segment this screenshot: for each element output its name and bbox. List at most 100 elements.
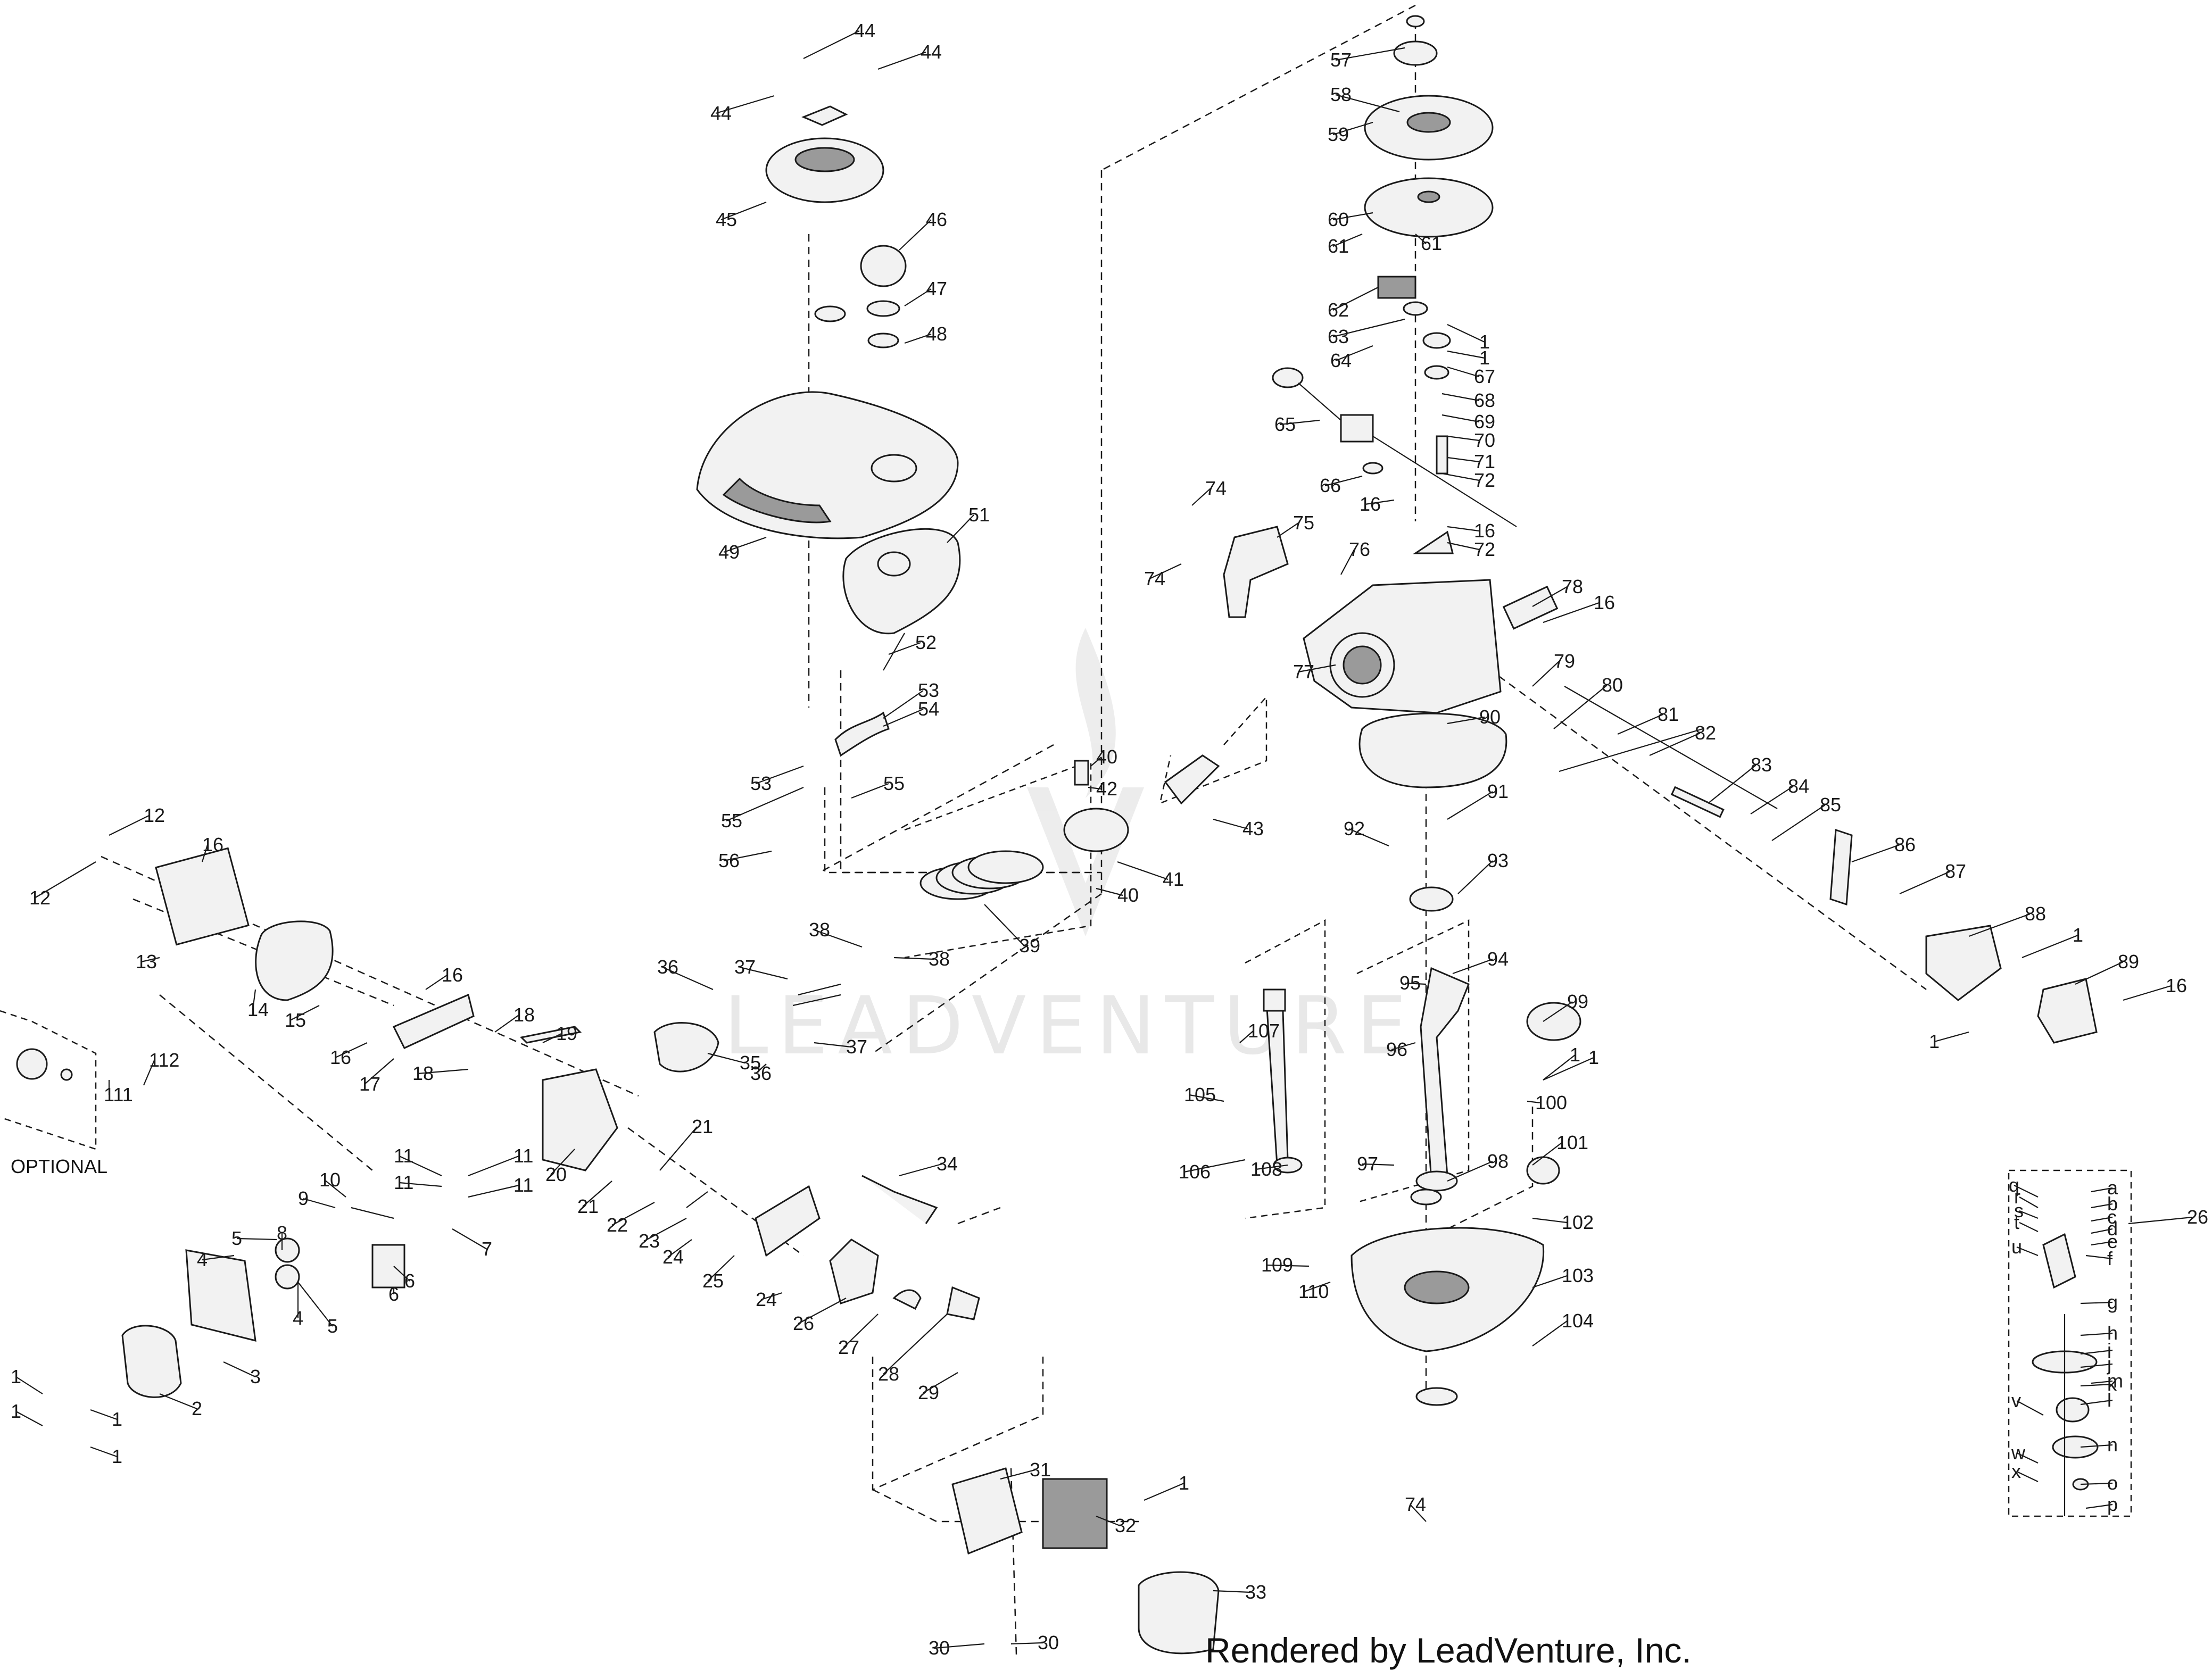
callout-32: 32 bbox=[1096, 1515, 1136, 1536]
callout-27: 27 bbox=[838, 1314, 879, 1358]
callout-39: 39 bbox=[984, 904, 1040, 957]
oil-seal bbox=[1415, 1387, 1458, 1406]
callout-number: 38 bbox=[929, 948, 950, 970]
leader-line bbox=[1527, 1100, 1541, 1104]
callout-g: g bbox=[2080, 1291, 2118, 1313]
callout-number: 41 bbox=[1163, 868, 1184, 890]
leader-line bbox=[843, 1314, 879, 1348]
leader-line bbox=[425, 975, 448, 990]
leader-line bbox=[34, 861, 96, 899]
callout-number: v bbox=[2011, 1390, 2021, 1411]
leader-line bbox=[2080, 1444, 2113, 1448]
callout-77: 77 bbox=[1293, 661, 1336, 683]
callout-number: 6 bbox=[388, 1283, 399, 1305]
leader-line bbox=[1851, 844, 1900, 863]
fuel-line bbox=[834, 711, 890, 757]
callout-56: 56 bbox=[718, 850, 772, 871]
callout-61: 61 bbox=[1415, 232, 1442, 254]
leader-line bbox=[1447, 456, 1480, 463]
callout-104: 104 bbox=[1532, 1310, 1594, 1346]
callout-number: 90 bbox=[1479, 706, 1501, 728]
leader-line bbox=[1771, 804, 1826, 841]
callout-16: 16 bbox=[425, 964, 463, 990]
callout-m: m bbox=[2091, 1370, 2123, 1392]
callout-number: f bbox=[2107, 1248, 2113, 1269]
callout-83: 83 bbox=[1708, 754, 1772, 804]
callout-number: 13 bbox=[136, 951, 157, 973]
callout-106: 106 bbox=[1179, 1159, 1246, 1183]
leader-line bbox=[723, 536, 767, 553]
callout-35: 35 bbox=[707, 1052, 761, 1074]
leader-line bbox=[324, 1179, 346, 1198]
callout-16: 16 bbox=[2123, 975, 2187, 1001]
callout-11: 11 bbox=[394, 1171, 442, 1193]
leader-line bbox=[1447, 716, 1485, 725]
callout-11: 11 bbox=[468, 1145, 533, 1177]
callout-j: j bbox=[2080, 1353, 2113, 1375]
leader-line bbox=[1255, 1164, 1288, 1170]
callout-5: 5 bbox=[231, 1227, 277, 1249]
callout-i: i bbox=[2080, 1339, 2113, 1361]
callout-number: 93 bbox=[1487, 850, 1509, 871]
leader-line bbox=[814, 929, 863, 948]
callout-1: 1 bbox=[1929, 1030, 1969, 1052]
callout-number: 16 bbox=[442, 964, 463, 986]
callout-number: 71 bbox=[1474, 451, 1495, 472]
leader-line bbox=[2019, 1210, 2039, 1219]
callout-number: 26 bbox=[2187, 1206, 2208, 1228]
leader-line bbox=[923, 1372, 958, 1393]
callout-number: 40 bbox=[1117, 884, 1139, 906]
callout-w: w bbox=[2011, 1442, 2039, 1464]
callout-93: 93 bbox=[1457, 850, 1509, 894]
leader-line bbox=[755, 1063, 767, 1074]
callout-number: 36 bbox=[657, 956, 678, 978]
leader-line bbox=[899, 1163, 942, 1177]
leader-line bbox=[1447, 791, 1493, 820]
leader-line bbox=[289, 1005, 320, 1021]
callout-15: 15 bbox=[285, 1005, 320, 1031]
callout-1: 1 bbox=[1543, 1046, 1599, 1081]
callout-number: 1 bbox=[1479, 331, 1490, 353]
governor-gear bbox=[1526, 1156, 1560, 1185]
callout-number: 86 bbox=[1894, 834, 1916, 855]
callout-38: 38 bbox=[893, 948, 950, 970]
choke-link bbox=[861, 1175, 938, 1224]
leader-line bbox=[2019, 1196, 2039, 1208]
callout-8: 8 bbox=[277, 1222, 287, 1250]
callout-number: 69 bbox=[1474, 411, 1495, 433]
leader-line bbox=[1362, 1163, 1395, 1166]
callout-number: 67 bbox=[1474, 365, 1495, 387]
callout-number: j bbox=[2107, 1353, 2111, 1375]
callout-number: r bbox=[2014, 1186, 2020, 1208]
callout-7: 7 bbox=[452, 1228, 492, 1260]
leader-line bbox=[1457, 860, 1493, 894]
callout-number: 100 bbox=[1535, 1092, 1567, 1113]
leader-line bbox=[1335, 345, 1373, 362]
callout-number: 16 bbox=[1360, 493, 1381, 515]
callout-number: 65 bbox=[1274, 413, 1296, 435]
leader-line bbox=[877, 51, 926, 70]
callout-number: 81 bbox=[1658, 703, 1679, 725]
callout-number: 78 bbox=[1562, 576, 1583, 597]
leader-line bbox=[1415, 234, 1427, 244]
leader-line bbox=[143, 1060, 155, 1086]
leader-line bbox=[417, 1068, 469, 1075]
callout-number: 11 bbox=[513, 1174, 533, 1196]
callout-62: 62 bbox=[1328, 287, 1379, 321]
callout-18: 18 bbox=[494, 1004, 535, 1033]
ignition-module bbox=[1340, 414, 1374, 443]
head-gasket bbox=[653, 1022, 719, 1073]
callout-number: 58 bbox=[1330, 84, 1352, 105]
governor-coil bbox=[1223, 526, 1289, 618]
leader-line bbox=[739, 966, 788, 980]
callout-number: 52 bbox=[915, 631, 937, 653]
callout-71: 71 bbox=[1447, 451, 1495, 472]
callout-number: 80 bbox=[1602, 674, 1623, 696]
callout-number: 23 bbox=[639, 1230, 660, 1252]
callout-e: e bbox=[2091, 1231, 2118, 1252]
leader-line bbox=[252, 989, 256, 1010]
leader-line bbox=[2019, 1222, 2039, 1232]
leader-line bbox=[1279, 419, 1320, 426]
leader-line bbox=[1404, 982, 1427, 985]
callout-h: h bbox=[2080, 1322, 2118, 1344]
